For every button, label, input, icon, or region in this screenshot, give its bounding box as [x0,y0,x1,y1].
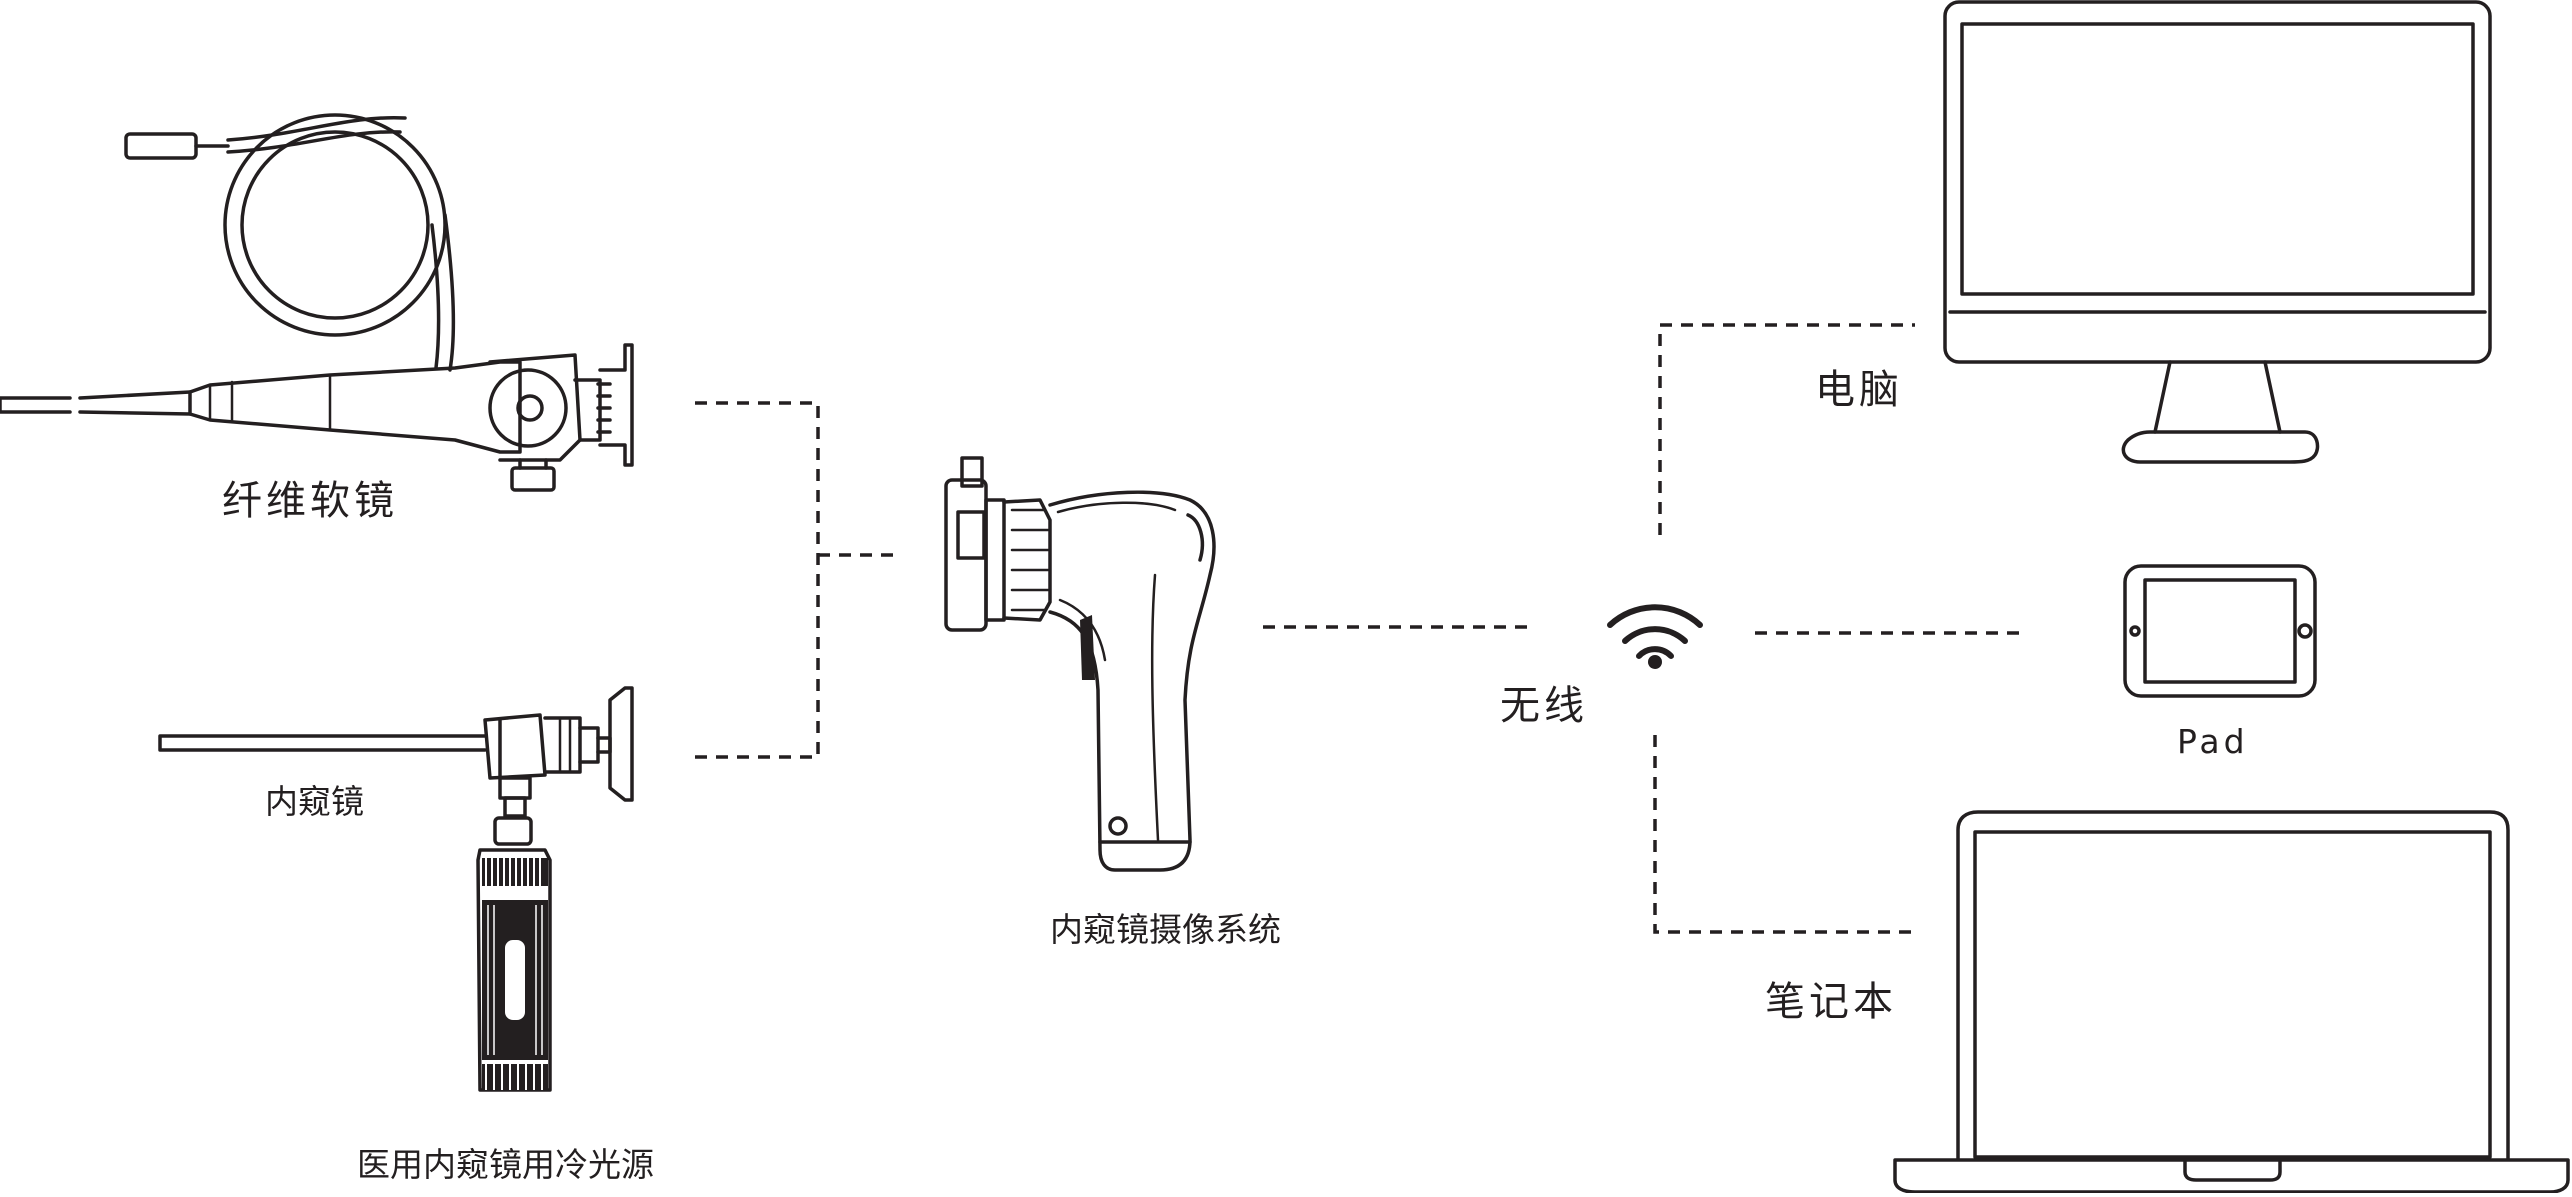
wifi-icon [1607,604,1703,669]
cold-light-source-icon [476,816,552,1092]
label-wireless: 无线 [1500,683,1588,729]
label-computer: 电脑 [1815,367,1903,413]
desktop-monitor-icon [1943,0,2492,464]
laptop-icon [1893,810,2570,1194]
label-rigid-scope: 内窥镜 [265,782,364,821]
label-fiber-scope: 纤维软镜 [222,478,398,524]
label-cold-light: 医用内窥镜用冷光源 [357,1145,654,1184]
rigid-scope-icon [158,686,634,818]
camera-handle-icon [944,456,1216,872]
tablet-icon [2123,564,2317,698]
fiber-scope-icon [0,113,634,492]
knurl-top [482,858,548,886]
scope-connector-lines [695,401,895,759]
label-camera-system: 内窥镜摄像系统 [1050,910,1281,949]
label-pad: Pad [2177,722,2249,761]
label-laptop: 笔记本 [1765,979,1897,1025]
wifi-device-lines [1653,323,2025,934]
